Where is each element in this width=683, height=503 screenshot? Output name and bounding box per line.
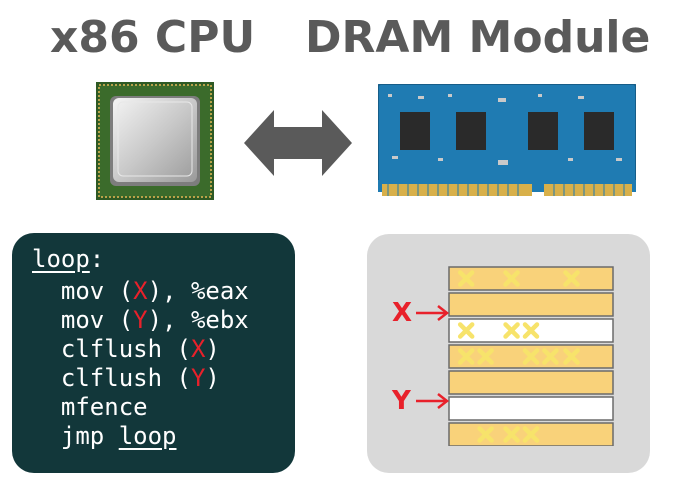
- aggressor-row: [448, 396, 614, 421]
- dram-module-image: [378, 84, 636, 196]
- code-text: ), %eax: [147, 277, 249, 305]
- code-line: clflush (X): [32, 335, 220, 364]
- memory-rows: [448, 266, 614, 446]
- row-label-x: X: [392, 298, 413, 328]
- row-label-y: Y: [392, 386, 411, 416]
- bit-flip-mark: [542, 348, 559, 365]
- code-register-x: X: [133, 277, 148, 305]
- jmp-target-label: loop: [118, 422, 177, 450]
- victim-row: [448, 266, 614, 291]
- code-panel: loop: mov (X), %eax mov (Y), %ebx clflus…: [12, 233, 295, 473]
- bit-flip-mark: [522, 426, 540, 443]
- arrow-right-icon: [416, 393, 450, 409]
- bit-flip-mark: [457, 270, 475, 287]
- code-line: mov (Y), %ebx: [32, 306, 249, 335]
- code-text: clflush (: [32, 364, 191, 392]
- code-text: ): [205, 364, 220, 392]
- code-line-loop: loop:: [32, 245, 104, 274]
- code-text: clflush (: [32, 335, 191, 363]
- code-text: jmp: [32, 422, 119, 450]
- code-line-jmp: jmp loop: [32, 422, 177, 451]
- bit-flip-mark: [477, 348, 494, 365]
- arrow-right-icon: [416, 305, 450, 321]
- code-line: clflush (Y): [32, 364, 220, 393]
- bit-flip-mark: [503, 426, 520, 443]
- victim-row: [448, 370, 614, 395]
- bit-flip-mark: [563, 348, 580, 365]
- victim-row: [448, 292, 614, 317]
- dram-title: DRAM Module: [305, 12, 651, 63]
- code-text: mov (: [32, 277, 134, 305]
- bit-flip-mark: [503, 322, 520, 339]
- bit-flip-mark: [563, 270, 580, 287]
- code-text: ), %ebx: [147, 306, 249, 334]
- bit-flip-mark: [457, 348, 475, 365]
- code-register-y: Y: [133, 306, 148, 334]
- bit-flip-mark: [503, 270, 520, 287]
- code-text: mov (: [32, 306, 134, 334]
- bit-flip-mark: [477, 426, 494, 443]
- code-text: ): [205, 335, 220, 363]
- bit-flip-mark: [522, 322, 540, 339]
- loop-colon: :: [89, 245, 105, 273]
- code-line-mfence: mfence: [32, 393, 148, 421]
- cpu-chip-image: [96, 82, 214, 200]
- code-register-y: Y: [190, 364, 206, 392]
- code-register-x: X: [190, 335, 206, 363]
- bit-flip-mark: [522, 348, 540, 365]
- loop-label: loop: [32, 245, 90, 273]
- code-line: mov (X), %eax: [32, 277, 249, 306]
- bidirectional-arrow-icon: [244, 110, 352, 176]
- bit-flip-mark: [457, 322, 475, 339]
- cpu-title: x86 CPU: [50, 12, 256, 63]
